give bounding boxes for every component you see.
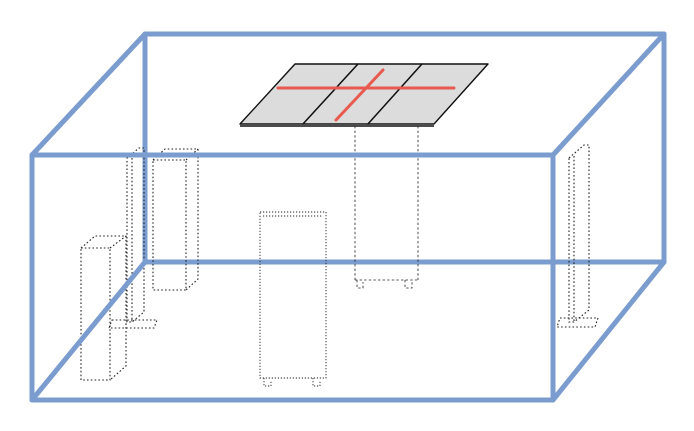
left-front-cabinet-front: [80, 247, 111, 381]
right-thin-panel-face: [568, 144, 590, 323]
left-front-cabinet-top-edge: [109, 235, 127, 249]
edge-top-left: [29, 31, 148, 158]
left-thin-panel: [108, 147, 158, 329]
left-front-cabinet-side: [80, 235, 127, 381]
center-cabinet-foot-right: [312, 378, 321, 387]
right-thin-panel: [556, 144, 599, 328]
center-cabinet-body: [259, 211, 327, 379]
edge-top-right: [550, 31, 667, 158]
edge-bottom-left: [29, 259, 148, 403]
left-tall-cabinet: [152, 148, 199, 291]
ceiling-panels: [239, 63, 489, 280]
left-thin-panel-face: [126, 147, 145, 323]
left-front-cabinet: [80, 235, 127, 381]
left-tall-cabinet-front: [152, 159, 187, 291]
cross-diagonal-line: [334, 68, 385, 122]
rear-cabinet-foot-left: [356, 280, 364, 289]
left-thin-panel-base: [108, 319, 158, 329]
center-cabinet-foot-left: [263, 378, 272, 387]
left-tall-cabinet-side: [152, 148, 199, 291]
rear-cabinet: [355, 279, 418, 289]
center-cabinet: [259, 211, 327, 387]
edge-bottom-right: [550, 259, 667, 403]
rear-cabinet-foot-right: [404, 280, 413, 289]
ceiling-panel-right: [367, 63, 489, 125]
right-thin-panel-base: [556, 317, 599, 328]
room-front-frame: [29, 31, 667, 403]
